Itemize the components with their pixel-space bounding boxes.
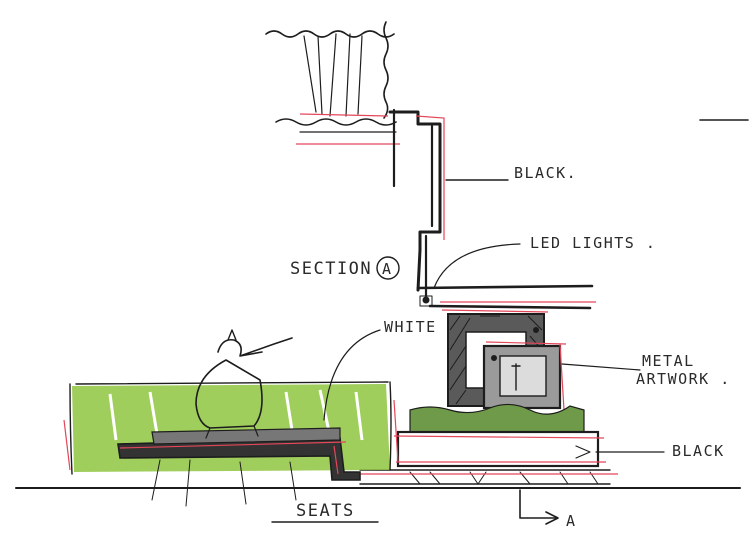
section-cut-arrow <box>519 489 559 525</box>
green-hedge <box>63 381 399 475</box>
seated-person-figure <box>195 329 293 439</box>
seat-bench <box>117 427 361 507</box>
label-white: WHITE <box>384 318 437 336</box>
led-shelf <box>416 284 596 310</box>
label-black-bottom: BLACK <box>672 442 725 460</box>
label-section-arrow-letter: A <box>566 512 577 530</box>
label-metal: METAL <box>642 352 695 370</box>
window-curtain-detail <box>265 21 400 145</box>
label-artwork: ARTWORK . <box>636 370 731 388</box>
floor-slab <box>15 469 741 489</box>
section-callout-circle <box>376 256 400 280</box>
label-seats: SEATS <box>296 501 355 521</box>
planter-box <box>393 403 606 468</box>
label-section: SECTION <box>290 259 372 279</box>
label-led-lights: LED LIGHTS . <box>530 234 656 252</box>
annotation-leaders <box>271 119 749 523</box>
stepped-black-wall <box>388 108 445 307</box>
metal-artwork <box>441 309 567 411</box>
label-section-letter: A <box>382 260 393 278</box>
label-black-top: BLACK. <box>514 164 577 182</box>
